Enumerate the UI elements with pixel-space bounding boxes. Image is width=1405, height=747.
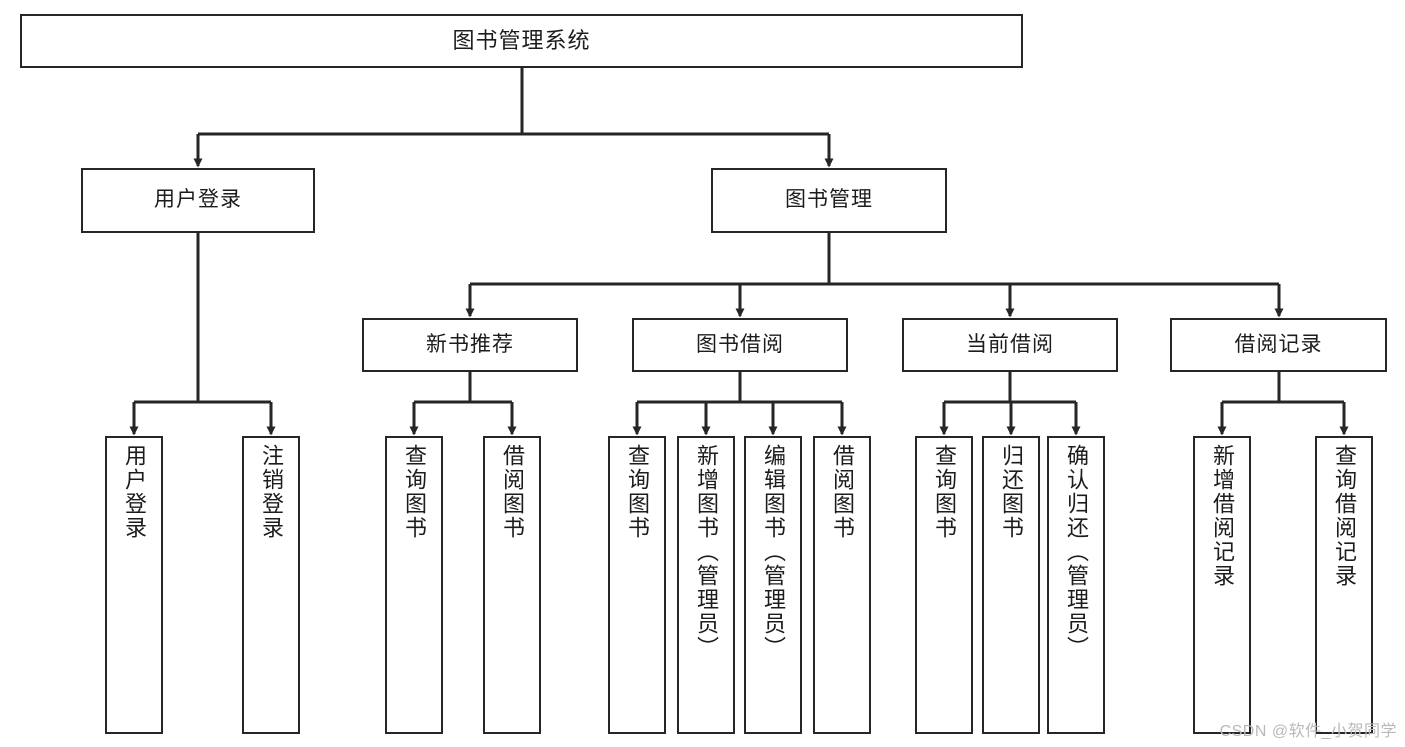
leaf-current-return-books[interactable]: 归还图书	[982, 436, 1040, 734]
csdn-watermark: CSDN @软件_小贺同学	[1219, 723, 1397, 740]
node-borrow-records[interactable]: 借阅记录	[1170, 318, 1387, 372]
node-current-borrow[interactable]: 当前借阅	[902, 318, 1118, 372]
leaf-borrow-edit-book-admin[interactable]: 编辑图书（管理员）	[744, 436, 802, 734]
node-label: 用户登录	[154, 188, 242, 212]
leaf-newbook-borrow-books[interactable]: 借阅图书	[483, 436, 541, 734]
node-label: 当前借阅	[966, 332, 1054, 356]
leaf-current-query-books[interactable]: 查询图书	[915, 436, 973, 734]
leaf-borrow-add-book-admin[interactable]: 新增图书（管理员）	[677, 436, 735, 734]
node-new-book-recommend[interactable]: 新书推荐	[362, 318, 578, 372]
node-label: 新增图书（管理员）	[693, 444, 719, 660]
node-label: 用户登录	[121, 444, 147, 540]
node-label: 新书推荐	[426, 332, 514, 356]
node-label: 查询图书	[931, 444, 957, 540]
node-label: 编辑图书（管理员）	[760, 444, 786, 660]
leaf-current-confirm-return-admin[interactable]: 确认归还（管理员）	[1047, 436, 1105, 734]
node-label: 确认归还（管理员）	[1063, 444, 1089, 660]
node-user-login[interactable]: 用户登录	[81, 168, 315, 233]
leaf-borrow-borrow-books[interactable]: 借阅图书	[813, 436, 871, 734]
node-book-borrow[interactable]: 图书借阅	[632, 318, 848, 372]
leaf-records-query-record[interactable]: 查询借阅记录	[1315, 436, 1373, 734]
node-label: 查询图书	[624, 444, 650, 540]
node-book-management[interactable]: 图书管理	[711, 168, 947, 233]
node-label: 图书管理	[785, 188, 873, 212]
leaf-borrow-query-books[interactable]: 查询图书	[608, 436, 666, 734]
node-label: 借阅图书	[829, 444, 855, 540]
leaf-user-login[interactable]: 用户登录	[105, 436, 163, 734]
node-label: 借阅记录	[1234, 332, 1323, 356]
node-label: 查询借阅记录	[1331, 444, 1357, 588]
node-label: 图书借阅	[696, 332, 784, 356]
node-label: 借阅图书	[499, 444, 525, 540]
node-label: 查询图书	[401, 444, 427, 540]
node-root[interactable]: 图书管理系统	[20, 14, 1023, 68]
node-label: 新增借阅记录	[1209, 444, 1235, 588]
node-label: 图书管理系统	[452, 28, 591, 54]
leaf-records-add-record[interactable]: 新增借阅记录	[1193, 436, 1251, 734]
node-label: 注销登录	[258, 444, 284, 540]
node-label: 归还图书	[998, 444, 1024, 540]
leaf-logout[interactable]: 注销登录	[242, 436, 300, 734]
leaf-newbook-query-books[interactable]: 查询图书	[385, 436, 443, 734]
